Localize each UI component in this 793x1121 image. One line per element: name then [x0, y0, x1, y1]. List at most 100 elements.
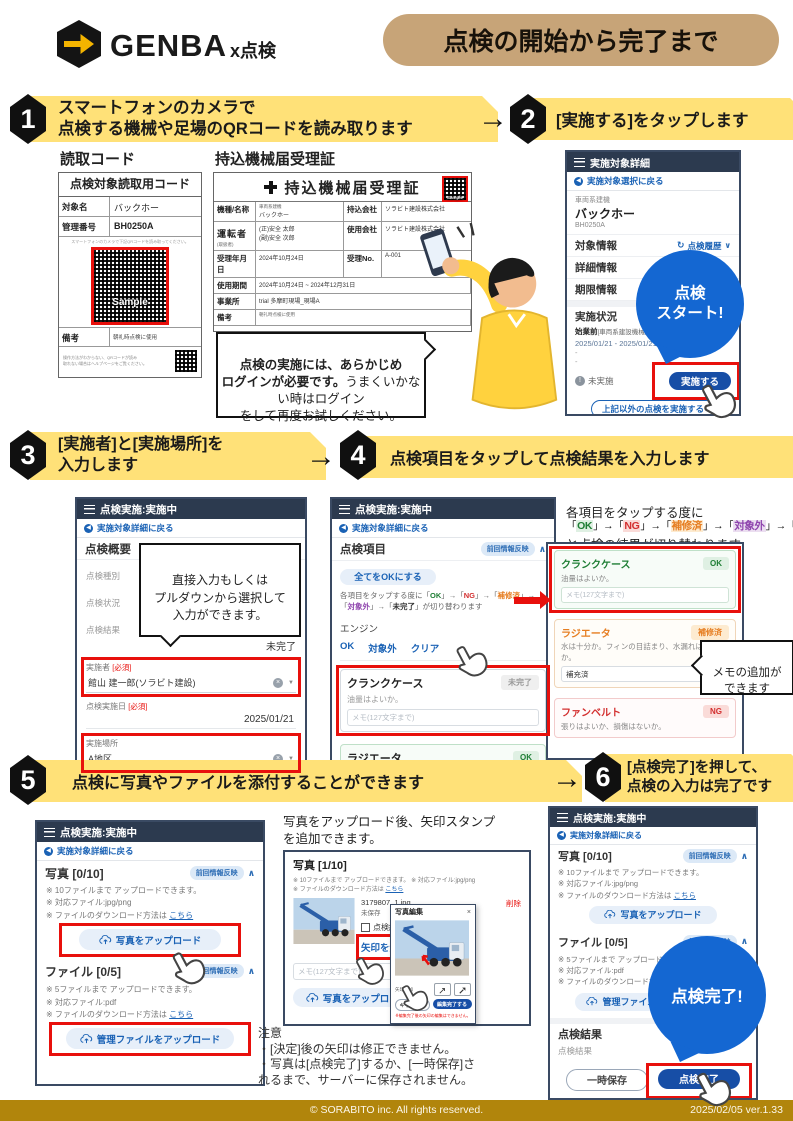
download-howto-link[interactable]: こちら [169, 1009, 194, 1019]
phone3-header: 点検実施:実施中 [77, 499, 305, 519]
item-card-crankcase[interactable]: クランクケース 未完了 油量はよいか。 メモ(127文字まで) [340, 668, 546, 732]
panel-card-fanbelt[interactable]: ファンベルト NG 張りはよいか、損傷はないか。 [554, 698, 736, 738]
upload-file-button[interactable]: 管理ファイルをアップロード [66, 1028, 234, 1050]
item-memo-input[interactable]: メモ(127文字まで) [347, 708, 539, 726]
close-icon[interactable]: × [466, 908, 471, 916]
cert-driver-sublabel: (取扱者) [217, 242, 234, 247]
cert-qr-code: Sample [442, 176, 468, 202]
date-label: 点検実施日 [86, 702, 126, 711]
result-field-label: 点検結果 [558, 1045, 593, 1056]
back-to-detail-link[interactable]: ◀ 実施対象詳細に戻る [332, 519, 554, 538]
back-to-selection-link[interactable]: ◀ 実施対象選択に戻る [567, 172, 739, 191]
chevron-up-icon[interactable]: ∧ [538, 543, 546, 554]
file-note-3: ※ ファイルのダウンロード方法は [558, 977, 674, 987]
reflect-previous-badge[interactable]: 前回情報反映 [189, 866, 244, 880]
qr-caption: スマートフォンのカメラで下記QRコードを読み取ってください。 [71, 239, 189, 244]
chevron-down-icon[interactable]: ∨ [724, 241, 732, 250]
attachment-notice: 注意 ・[決定]後の矢印は修正できません。 ・写真は[点検完了]するか、[一時保… [258, 1026, 476, 1087]
status-dash-1: - [575, 348, 578, 357]
item-memo-input[interactable]: メモ(127文字まで) [561, 587, 729, 603]
download-howto-link[interactable]: こちら [673, 890, 696, 900]
upload-photo-label: 写真をアップロード [322, 993, 409, 1005]
section-photos[interactable]: 写真 [0/10] 前回情報反映 ∧ [37, 861, 263, 885]
status-name: 始業前 [575, 327, 598, 336]
place-value[interactable]: A地区 [88, 754, 113, 764]
step-2-number: 2 [520, 103, 536, 134]
menu-icon[interactable] [84, 504, 95, 514]
menu-icon[interactable] [557, 813, 568, 822]
dropdown-caret-icon[interactable]: ▼ [288, 755, 294, 762]
item-status-badge: NG [703, 705, 729, 718]
chevron-up-icon[interactable]: ∧ [247, 867, 255, 878]
menu-icon[interactable] [44, 827, 55, 837]
attach-checkbox[interactable] [361, 923, 370, 932]
back-to-detail-link[interactable]: ◀ 実施対象詳細に戻る [550, 827, 756, 845]
section-target-info[interactable]: 対象情報 ↻ 点検履歴 ∨ [567, 235, 739, 257]
reflect-previous-badge[interactable]: 前回情報反映 [682, 849, 737, 863]
panel-card-crankcase[interactable]: クランクケース OK 油量はよいか。 メモ(127文字まで) [554, 550, 736, 609]
photos-title: 写真 [0/10] [558, 851, 612, 863]
all-ok-button[interactable]: 全てをOKにする [340, 568, 436, 585]
group-exclude-link[interactable]: 対象外 [368, 643, 397, 655]
dialog-done-button[interactable]: 編集完了する [432, 999, 472, 1009]
input-method-text: 直接入力もしくは プルダウンから選択して 入力ができます。 [154, 573, 286, 623]
clear-icon[interactable]: × [273, 753, 284, 764]
menu-icon[interactable] [339, 504, 350, 514]
back-to-detail-link[interactable]: ◀ 実施対象詳細に戻る [37, 842, 263, 861]
group-ok-link[interactable]: OK [340, 640, 355, 652]
step-2-banner: [実施する]をタップします [530, 98, 793, 140]
cert-r6-label: 備考 [214, 310, 256, 326]
item-status-badge: 補修済 [691, 625, 729, 640]
photo-thumbnail[interactable] [293, 898, 355, 944]
file-note-3: ※ ファイルのダウンロード方法は [46, 1009, 170, 1019]
temp-save-button[interactable]: 一時保存 [566, 1068, 648, 1091]
dropdown-caret-icon[interactable]: ▼ [288, 679, 294, 686]
executor-value[interactable]: 館山 建一郎(ソラビト建設) [88, 678, 196, 688]
menu-icon[interactable] [574, 157, 585, 167]
inspection-start-text: 点検 スタート! [656, 284, 724, 322]
group-clear-link[interactable]: クリア [410, 643, 440, 655]
section-photos[interactable]: 写真 [0/10] 前回情報反映 ∧ [550, 845, 756, 867]
phone3-title: 点検実施:実施中 [100, 503, 177, 516]
upload-photo-button[interactable]: 写真をアップロード [293, 988, 421, 1007]
cloud-upload-icon [80, 1034, 93, 1044]
phone5-header: 点検実施:実施中 [37, 822, 263, 842]
photo-note-2: ※ 対応ファイル:jpg/png [558, 879, 639, 889]
version-label: 2025/02/05 ver.1.33 [690, 1104, 783, 1116]
chevron-up-icon[interactable]: ∧ [740, 936, 748, 947]
back-to-detail-link[interactable]: ◀ 実施対象詳細に戻る [77, 519, 305, 538]
result-label: 点検結果 [86, 625, 121, 635]
download-howto-link[interactable]: こちら [169, 910, 194, 920]
delete-link[interactable]: 削除 [506, 899, 521, 908]
chevron-up-icon[interactable]: ∧ [740, 850, 748, 861]
section-files[interactable]: ファイル [0/5] 前回情報反映 ∧ [37, 958, 263, 984]
arrow-outline-tool-button[interactable] [434, 983, 451, 996]
step-1-number: 1 [20, 103, 36, 134]
cert-r1-label: 機種/名称 [214, 202, 256, 222]
section-items[interactable]: 点検項目 前回情報反映 ∧ [332, 538, 554, 561]
back-icon: ◀ [339, 523, 348, 533]
inspection-date-value[interactable]: 2025/01/21 [86, 712, 296, 729]
machine-name: バックホー [575, 207, 636, 221]
reflect-previous-badge[interactable]: 前回情報反映 [480, 542, 535, 556]
dialog-photo[interactable] [395, 919, 469, 977]
inspection-history-link[interactable]: 点検履歴 [687, 240, 722, 251]
clear-icon[interactable]: × [273, 677, 284, 688]
cloud-upload-icon [586, 997, 598, 1006]
upload-photo-button[interactable]: 写真をアップロード [589, 905, 717, 924]
download-howto-link[interactable]: こちら [385, 887, 404, 893]
cert-machine-name: バックホー [259, 213, 290, 219]
panel-card-radiator[interactable]: ラジエータ 補修済 水は十分か。フィンの目詰まり、水漏れはないか。 補充済 [554, 619, 736, 688]
execute-button[interactable]: 実施する [669, 372, 731, 390]
chevron-up-icon[interactable]: ∧ [247, 965, 255, 976]
step-3-number: 3 [20, 439, 36, 470]
file-note-2: ※ 対応ファイル:pdf [46, 997, 117, 1007]
arrow-filled-tool-button[interactable] [454, 983, 471, 996]
upload-photo-button[interactable]: 写真をアップロード [79, 929, 221, 951]
cert-r3-label2: 受理No. [344, 251, 382, 278]
step-5-text: 点検に写真やファイルを添付することができます [72, 775, 425, 792]
phone-inspection-items: 点検実施:実施中 ◀ 実施対象詳細に戻る 点検項目 前回情報反映 ∧ 全てをOK… [330, 497, 556, 775]
cycle-desc-line1: 各項目をタップする度に [566, 506, 704, 520]
phone2-title: 実施対象詳細 [590, 158, 650, 170]
